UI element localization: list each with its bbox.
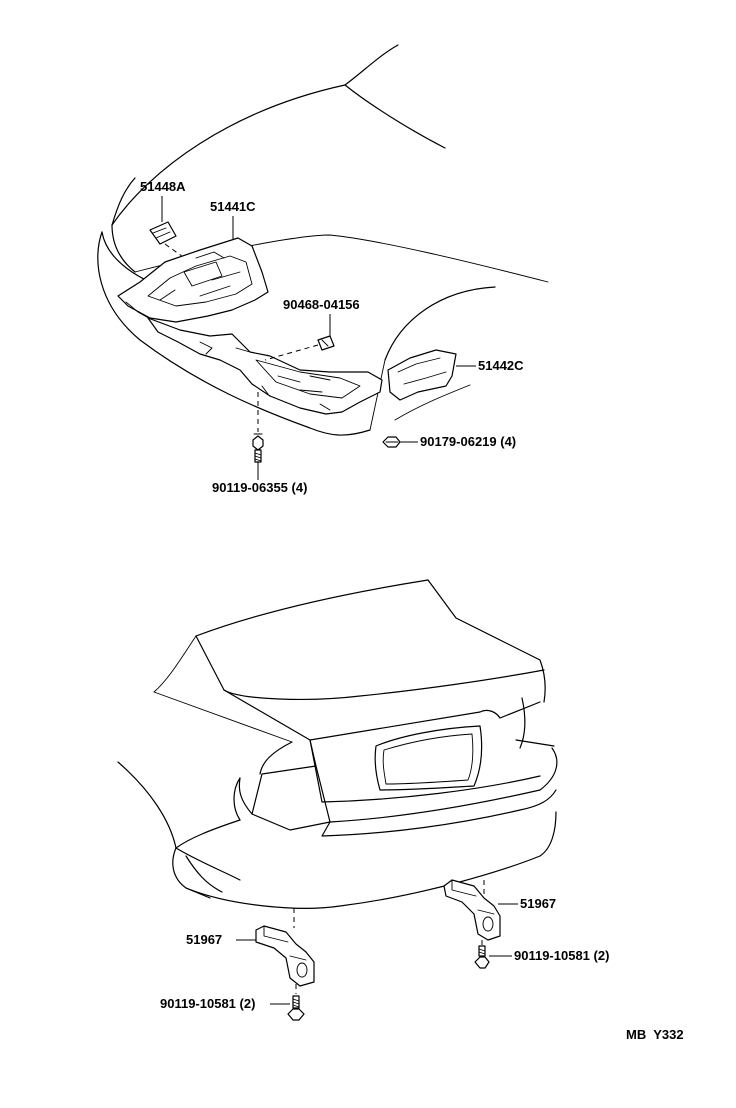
clip-90468-04156 bbox=[264, 335, 335, 361]
callout-51442c: 51442C bbox=[478, 358, 524, 373]
bolt-90119-10581-left bbox=[270, 984, 305, 1021]
callout-51967-right: 51967 bbox=[520, 896, 556, 911]
callout-51441c: 51441C bbox=[210, 199, 256, 214]
bracket-51967-right bbox=[443, 879, 518, 941]
clip-51448a bbox=[149, 221, 191, 263]
callout-90468-04156: 90468-04156 bbox=[283, 297, 360, 312]
bolt-90119-10581-right bbox=[474, 940, 512, 969]
leader-lines-top bbox=[161, 196, 476, 480]
diagram-code: MB Y332 bbox=[626, 1027, 684, 1042]
callout-90119-06355: 90119-06355 (4) bbox=[212, 480, 307, 495]
rear-car-outline bbox=[117, 579, 558, 909]
splash-shield-51442c bbox=[387, 349, 457, 401]
callout-90119-10581-right: 90119-10581 (2) bbox=[514, 948, 609, 963]
callout-51448a: 51448A bbox=[140, 179, 186, 194]
bolt-90119-06355 bbox=[252, 392, 264, 463]
under-cover-51441c bbox=[117, 237, 269, 327]
under-cover-main bbox=[147, 317, 383, 415]
bracket-51967-left bbox=[236, 908, 315, 987]
callout-51967-left: 51967 bbox=[186, 932, 222, 947]
callout-90179-06219: 90179-06219 (4) bbox=[420, 434, 516, 449]
callout-90119-10581-left: 90119-10581 (2) bbox=[160, 996, 255, 1011]
nut-90179-06219 bbox=[382, 436, 401, 448]
